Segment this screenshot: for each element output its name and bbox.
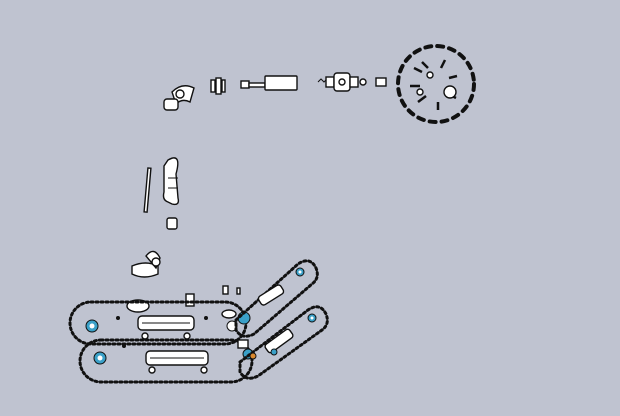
gear-coupling-icon[interactable] — [317, 72, 387, 92]
coupling-icon[interactable] — [210, 77, 226, 95]
chassis-posts — [126, 285, 241, 313]
wrist-joint-icon[interactable] — [131, 250, 161, 278]
track-chassis-icon[interactable] — [78, 338, 254, 384]
track-chassis-icon[interactable] — [68, 300, 251, 346]
radial-gripper-icon[interactable] — [396, 44, 476, 124]
shaft-icon[interactable] — [240, 75, 298, 91]
arm-link-icon[interactable] — [162, 157, 180, 206]
flipper-track-icon[interactable] — [238, 305, 329, 380]
drive-hub[interactable] — [116, 309, 257, 360]
bushing-icon[interactable] — [166, 217, 178, 230]
elbow-joint-icon[interactable] — [163, 85, 195, 111]
rod-icon[interactable] — [143, 167, 152, 213]
flipper-track-icon[interactable] — [234, 259, 319, 338]
